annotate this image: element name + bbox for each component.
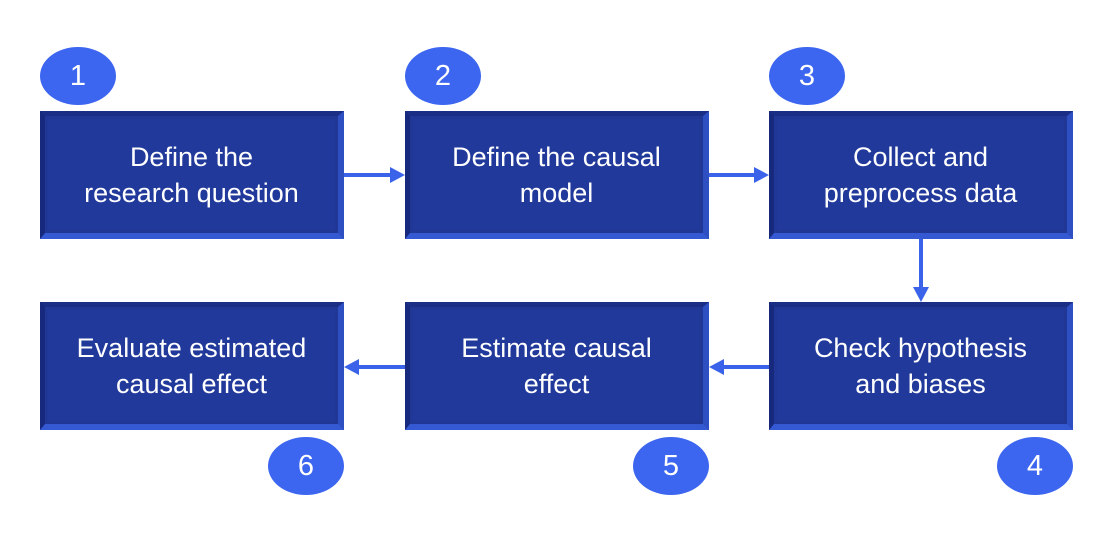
- step-4-box: Check hypothesis and biases: [769, 302, 1073, 430]
- arrow-4-to-5: [709, 359, 769, 375]
- step-6-label: Evaluate estimated causal effect: [76, 332, 307, 399]
- step-1-number-badge: 1: [40, 47, 116, 105]
- arrow-3-to-4: [913, 239, 929, 302]
- step-4-label: Check hypothesis and biases: [813, 332, 1028, 399]
- step-4-number-badge: 4: [997, 437, 1073, 495]
- step-5-box: Estimate causal effect: [405, 302, 709, 430]
- step-6-box: Evaluate estimated causal effect: [40, 302, 344, 430]
- step-3-label: Collect and preprocess data: [823, 141, 1018, 208]
- step-5-number-badge: 5: [633, 437, 709, 495]
- step-1-label: Define the research question: [84, 141, 299, 208]
- arrow-2-to-3: [709, 167, 769, 183]
- step-1-box: Define the research question: [40, 111, 344, 239]
- step-3-number-badge: 3: [769, 47, 845, 105]
- step-3-box: Collect and preprocess data: [769, 111, 1073, 239]
- step-2-box: Define the causal model: [405, 111, 709, 239]
- arrow-1-to-2: [344, 167, 405, 183]
- step-2-label: Define the causal model: [452, 141, 661, 208]
- step-6-number-badge: 6: [268, 437, 344, 495]
- step-5-label: Estimate causal effect: [461, 332, 652, 399]
- arrow-5-to-6: [344, 359, 405, 375]
- step-2-number-badge: 2: [405, 47, 481, 105]
